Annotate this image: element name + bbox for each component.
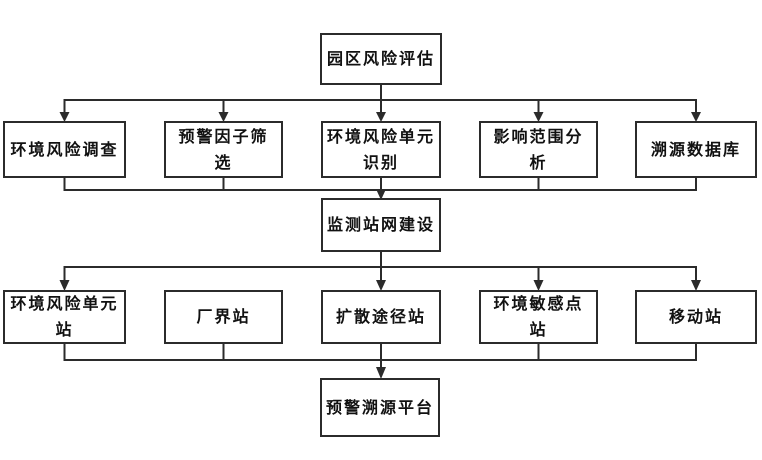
node-label: 扩散途径站 [335, 307, 426, 326]
node-label: 预警因子筛选 [178, 126, 269, 172]
node-label: 环境风险单元识别 [327, 126, 436, 172]
node-traceability-database: 溯源数据库 [635, 121, 757, 178]
node-monitoring-station-network: 监测站网建设 [321, 198, 441, 252]
node-label: 移动站 [668, 307, 723, 326]
node-park-risk-assessment: 园区风险评估 [320, 33, 442, 85]
node-env-risk-survey: 环境风险调查 [3, 121, 126, 178]
node-env-sensitive-point-station: 环境敏感点站 [479, 290, 598, 344]
node-impact-scope-analysis: 影响范围分析 [479, 121, 598, 178]
edge-top-to-assessment-row [59, 84, 701, 122]
node-factory-boundary-station: 厂界站 [164, 290, 283, 344]
node-label: 厂界站 [196, 307, 251, 326]
node-env-risk-unit-station: 环境风险单元站 [3, 290, 126, 344]
edge-assessment-row-to-middle [63, 177, 697, 200]
node-warning-factor-screening: 预警因子筛选 [164, 121, 283, 178]
node-label: 影响范围分析 [493, 126, 584, 172]
node-label: 环境风险调查 [10, 139, 119, 159]
node-label: 环境风险单元站 [10, 294, 119, 339]
node-label: 预警溯源平台 [326, 397, 435, 417]
node-diffusion-path-station: 扩散途径站 [321, 290, 441, 344]
edge-station-row-to-bottom [63, 343, 697, 379]
node-mobile-station: 移动站 [635, 290, 757, 344]
node-label: 监测站网建设 [327, 215, 436, 234]
edge-middle-to-station-row [59, 251, 701, 291]
node-label: 园区风险评估 [326, 49, 435, 68]
node-label: 溯源数据库 [650, 139, 741, 159]
node-warning-traceability-platform: 预警溯源平台 [320, 378, 440, 437]
node-env-risk-unit-identification: 环境风险单元识别 [321, 121, 441, 178]
node-label: 环境敏感点站 [493, 294, 584, 339]
